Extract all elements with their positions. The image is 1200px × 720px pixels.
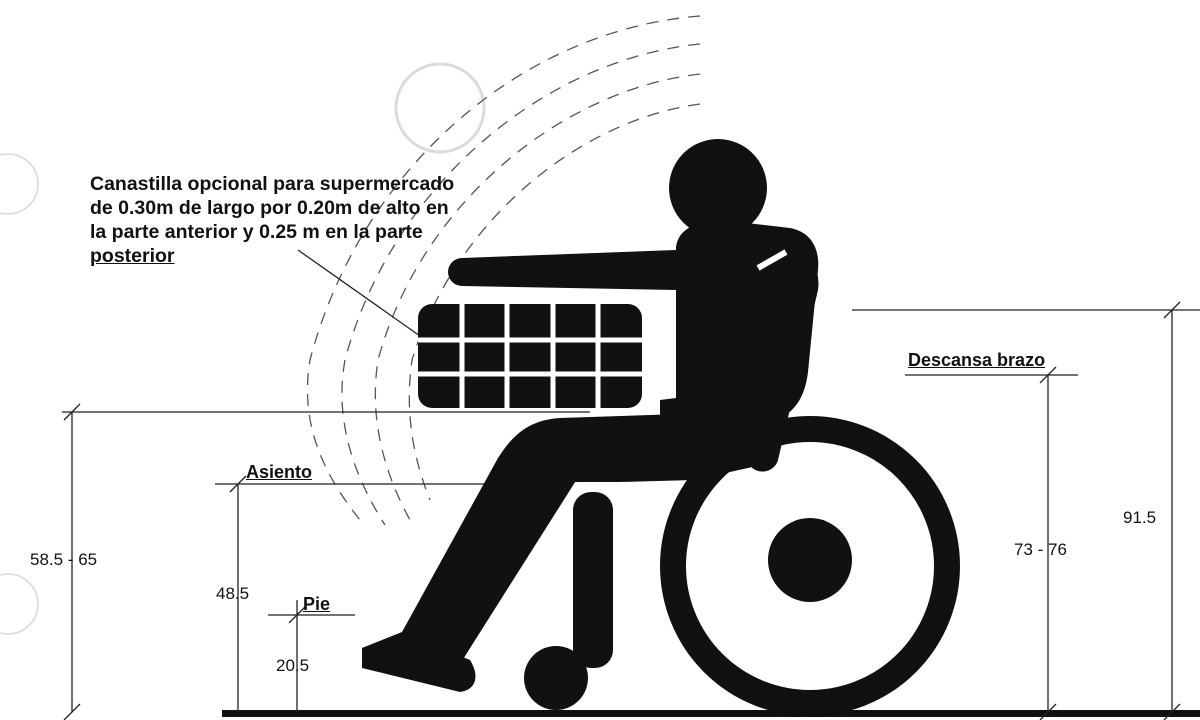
arm-rest (746, 244, 819, 472)
callout-line-1: Canastilla opcional para supermercado (90, 173, 455, 195)
punch-hole-top (0, 153, 39, 215)
lower-leg (402, 418, 584, 664)
basket (418, 304, 642, 408)
arm-extended (448, 250, 676, 290)
arm-gap (756, 249, 788, 271)
wheelchair-user-pictogram (362, 139, 960, 716)
floor-line (222, 710, 1200, 717)
callout-line-3: la parte anterior y 0.25 m en la parte (90, 221, 423, 243)
faint-stamp (394, 62, 486, 154)
punch-hole-bottom (0, 573, 39, 635)
dimension-armrest: 73 - 76 (1014, 540, 1067, 559)
dimension-seat: 48.5 (216, 584, 250, 603)
dimension-lines (62, 249, 1200, 720)
caster-wheel (524, 646, 588, 710)
foot (362, 632, 476, 692)
wheel-hub (768, 518, 852, 602)
callout-line-2: de 0.30m de largo por 0.20m de alto en (90, 197, 449, 219)
asiento-label: Asiento (246, 462, 313, 482)
dimension-foot: 20.5 (276, 656, 310, 675)
dimension-backrest: 91.5 (1123, 508, 1157, 527)
basket-callout: Canastilla opcional para supermercado de… (90, 172, 454, 268)
main-wheel (660, 416, 960, 716)
dimension-overall: 58.5 - 65 (30, 550, 98, 569)
head (669, 139, 767, 237)
front-post (573, 492, 613, 668)
reach-arcs (306, 15, 701, 526)
descansa-brazo-label: Descansa brazo (908, 350, 1046, 370)
pie-label: Pie (303, 594, 331, 614)
callout-line-4: posterior (90, 245, 175, 267)
